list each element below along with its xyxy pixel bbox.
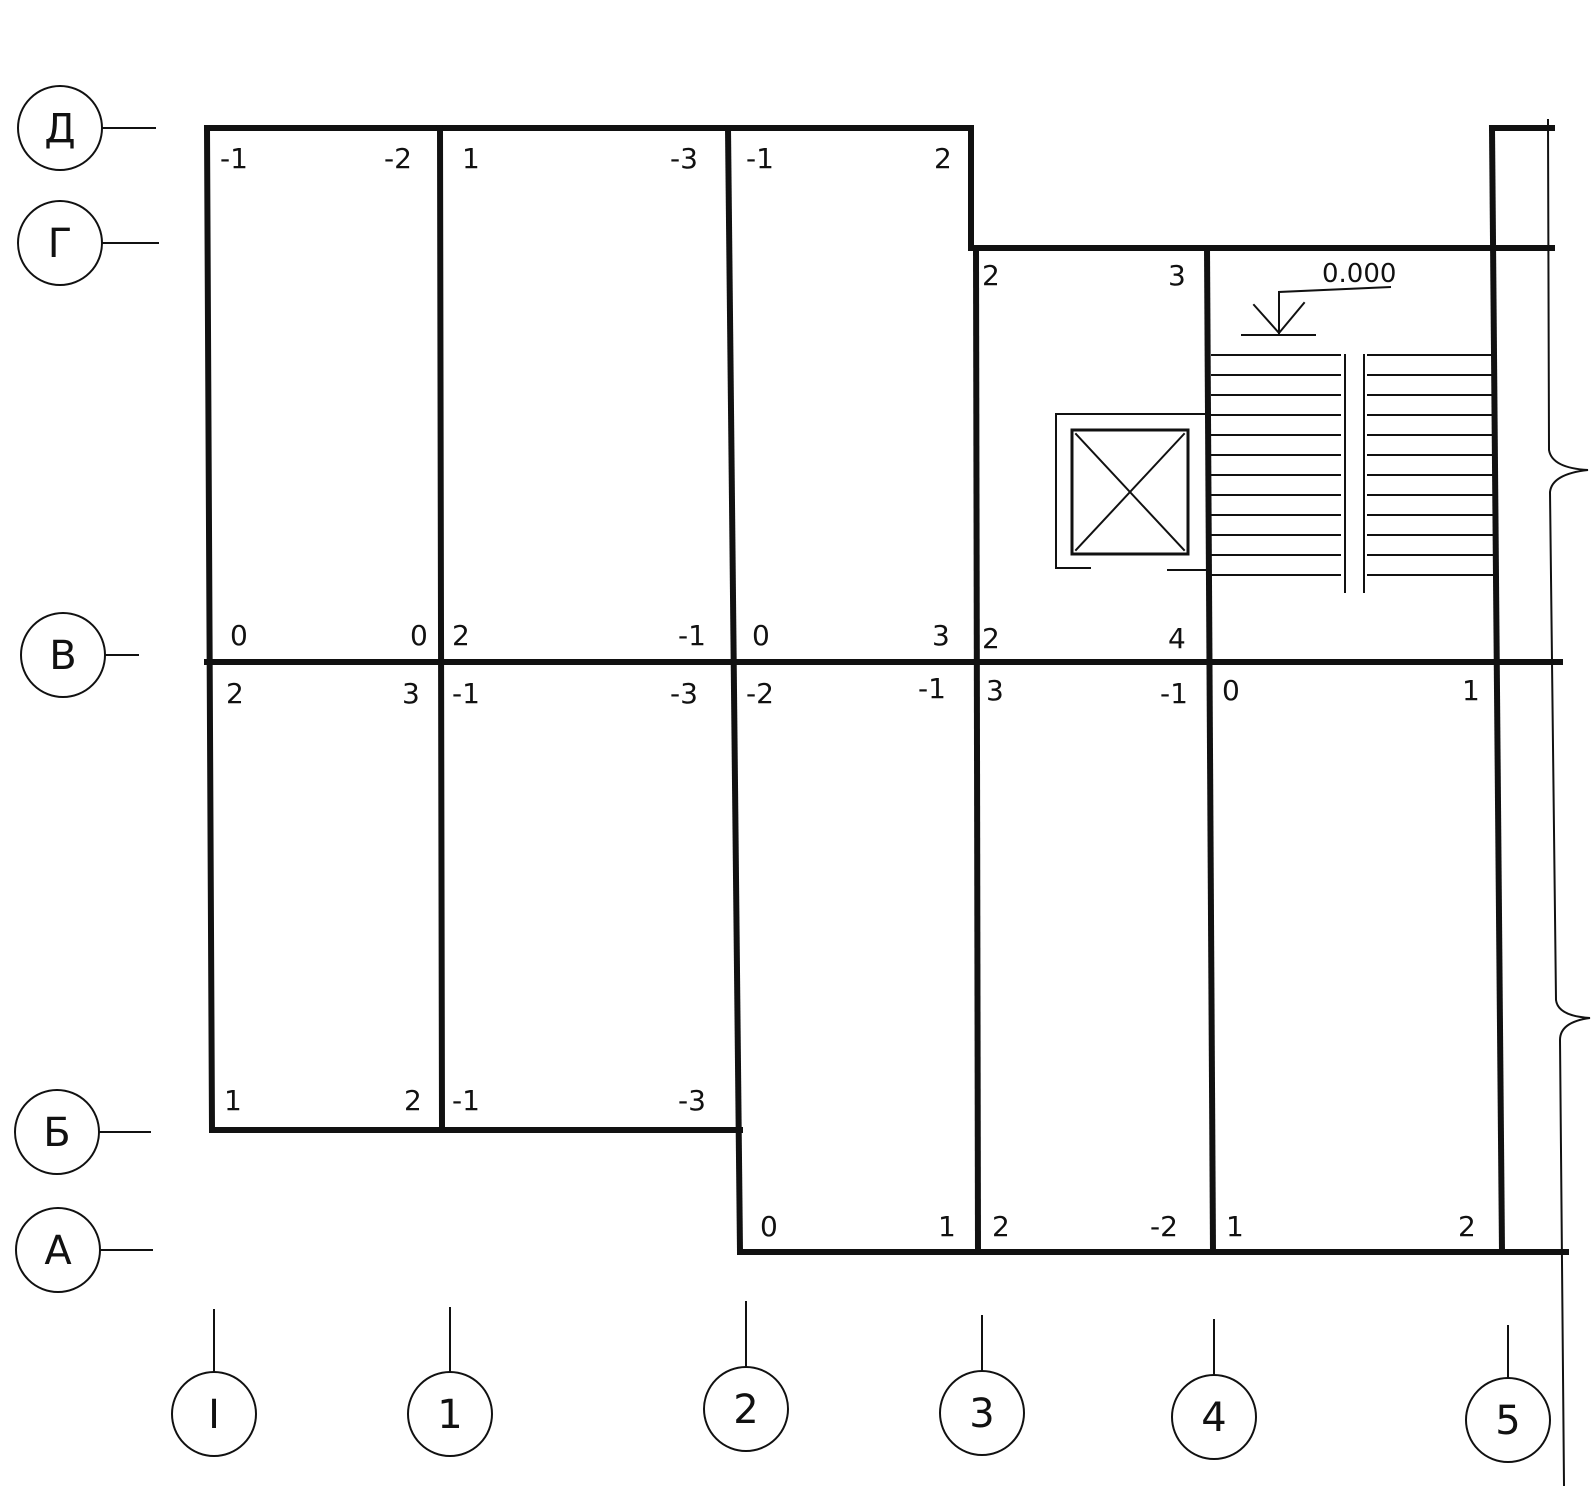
corner-mark: -2 [1150, 1210, 1178, 1243]
corner-mark: 2 [452, 619, 470, 652]
corner-mark: 3 [1168, 259, 1186, 292]
axis-label: Д [44, 106, 75, 152]
corner-mark: -1 [1160, 677, 1188, 710]
corner-mark: -1 [452, 677, 480, 710]
corner-mark: 2 [404, 1084, 422, 1117]
wall-axis-i [203, 124, 216, 1134]
elevation-label: 0.000 [1322, 259, 1396, 289]
axis-bubble [703, 1366, 789, 1452]
corner-mark: 1 [1462, 674, 1480, 707]
corner-mark: 3 [402, 677, 420, 710]
corner-mark: -1 [918, 672, 946, 705]
row-axes: Д Г В Б А [14, 85, 159, 1293]
corner-mark: -1 [220, 142, 248, 175]
axis-bubble [15, 1207, 101, 1293]
axis-bubble [17, 200, 103, 286]
axis-label: А [44, 1228, 72, 1274]
axis-bubble [407, 1371, 493, 1457]
row-g-axis-marker: Г [17, 200, 159, 286]
axis-bubble [17, 85, 103, 171]
axis-label: Г [48, 221, 72, 267]
corner-mark: 1 [938, 1210, 956, 1243]
row-a-axis-marker: А [15, 1207, 153, 1293]
wall-axis-3 [972, 244, 982, 1256]
axis-label: 5 [1495, 1398, 1520, 1444]
staircase [1211, 354, 1493, 593]
corner-mark: 3 [932, 619, 950, 652]
corner-mark: -1 [452, 1084, 480, 1117]
corner-mark: 0 [760, 1210, 778, 1243]
col-i-axis-marker: I [171, 1309, 257, 1457]
corner-mark: -2 [746, 677, 774, 710]
corner-mark: -1 [746, 142, 774, 175]
row-d-axis-marker: Д [17, 85, 156, 171]
col-3-axis-marker: 3 [939, 1315, 1025, 1456]
corner-mark: 0 [1222, 674, 1240, 707]
row-v-axis-marker: В [20, 612, 139, 698]
axis-bubble [939, 1370, 1025, 1456]
axis-bubble [1171, 1374, 1257, 1460]
corner-mark: 2 [226, 677, 244, 710]
axis-label: 1 [437, 1392, 462, 1438]
axis-bubble [14, 1089, 100, 1175]
elevator-cross-b [1074, 432, 1186, 552]
corner-mark: -3 [670, 677, 698, 710]
axis-label: Б [43, 1110, 70, 1156]
column-axes: I 1 2 3 4 5 [171, 1301, 1551, 1463]
corner-mark: 2 [934, 142, 952, 175]
shaft-outline [1055, 413, 1208, 569]
col-2-axis-marker: 2 [703, 1301, 789, 1452]
axis-label: 4 [1201, 1395, 1226, 1441]
axis-label: В [49, 633, 76, 679]
corner-mark: -2 [384, 142, 412, 175]
corner-mark: 0 [230, 619, 248, 652]
corner-mark: 2 [992, 1210, 1010, 1243]
corner-mark: 1 [1226, 1210, 1244, 1243]
corner-mark: 2 [982, 259, 1000, 292]
axis-bubble [20, 612, 106, 698]
wall-axis-2 [724, 124, 744, 1256]
axis-bubble [1465, 1377, 1551, 1463]
axis-bubble [171, 1371, 257, 1457]
corner-mark: 3 [986, 674, 1004, 707]
col-5-axis-marker: 5 [1465, 1325, 1551, 1463]
wall-axis-5 [1488, 124, 1506, 1256]
axis-label: 3 [969, 1391, 994, 1437]
corner-mark: -3 [670, 142, 698, 175]
corner-mark: -3 [678, 1084, 706, 1117]
wall-axis-1 [436, 124, 446, 1134]
corner-mark: 2 [982, 622, 1000, 655]
corner-mark: 0 [752, 619, 770, 652]
elevation-leader [1278, 285, 1392, 334]
col-4-axis-marker: 4 [1171, 1319, 1257, 1460]
walls [203, 124, 1569, 1256]
break-line [1546, 118, 1591, 1487]
corner-mark: 2 [1458, 1210, 1476, 1243]
corner-mark: -1 [678, 619, 706, 652]
axis-label: I [208, 1392, 220, 1438]
corner-mark: 0 [410, 619, 428, 652]
corner-mark: 1 [224, 1084, 242, 1117]
row-b-axis-marker: Б [14, 1089, 151, 1175]
wall-axis-4 [1203, 244, 1217, 1256]
col-1-axis-marker: 1 [407, 1307, 493, 1457]
elevator-shaft [1055, 413, 1208, 571]
corner-mark: 1 [462, 142, 480, 175]
corner-mark: 4 [1168, 622, 1186, 655]
elevation-mark: 0.000 [1241, 259, 1396, 336]
axis-label: 2 [733, 1387, 758, 1433]
elevator-cabin [1070, 428, 1190, 556]
